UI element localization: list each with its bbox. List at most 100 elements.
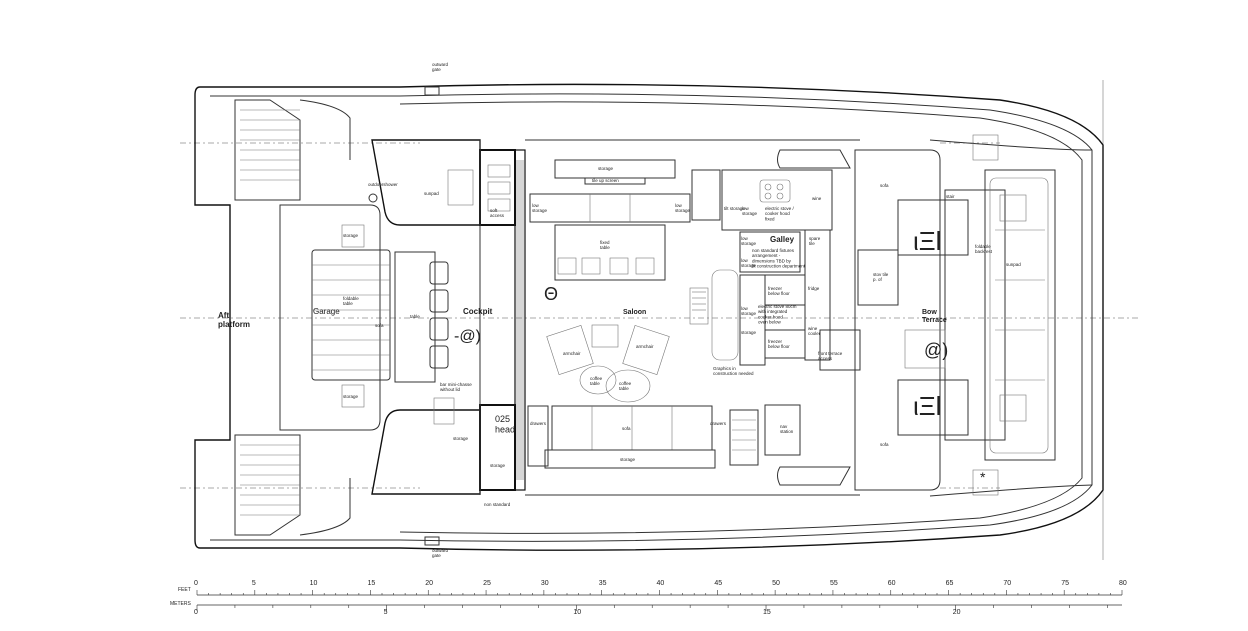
- saloon-bulkhead: [479, 140, 526, 495]
- saloon-label: Saloon: [623, 309, 646, 316]
- galley-area: [711, 149, 851, 486]
- at-symbol-cockpit: -@): [454, 328, 481, 345]
- meter-tick-label: 0: [194, 609, 198, 616]
- xi-symbol-bottom: ιΞl: [913, 391, 941, 421]
- meters-label: METERS: [170, 601, 192, 607]
- label-wine: wine: [812, 196, 822, 201]
- label-armchair-right: armchair: [636, 344, 654, 349]
- feet-tick-label: 5: [252, 580, 256, 587]
- feet-tick-label: 65: [946, 580, 954, 587]
- label-tile-up-screen: tile up screen: [592, 178, 619, 183]
- label-drawers-right: drawers: [710, 421, 727, 426]
- feet-tick-label: 50: [772, 580, 780, 587]
- label-sofa-bow-top: sofa: [880, 183, 889, 188]
- meter-tick-label: 15: [763, 609, 771, 616]
- cockpit-sunpads: [368, 139, 481, 495]
- label-armchair-left: armchair: [563, 351, 581, 356]
- label-drawers-left: drawers: [530, 421, 547, 426]
- feet-tick-label: 70: [1003, 580, 1011, 587]
- meter-tick-label: 5: [384, 609, 388, 616]
- meter-tick-label: 20: [953, 609, 961, 616]
- cockpit-label: Cockpit: [463, 307, 493, 316]
- xi-symbol-top: ιΞl: [913, 226, 941, 256]
- feet-tick-label: 55: [830, 580, 838, 587]
- feet-ticks: 0 5 10 15 20 25 30 35 40 45 50 55 60 65 70 75 80: [194, 580, 1127, 595]
- saloon-area: [525, 139, 860, 496]
- theta-symbol: Θ: [544, 284, 558, 304]
- galley-label: Galley: [770, 235, 795, 244]
- label-stair: stair: [946, 194, 955, 199]
- feet-tick-label: 30: [541, 580, 549, 587]
- label-sofa-saloon: sofa: [622, 426, 631, 431]
- label-sofa-bow-bottom: sofa: [880, 442, 889, 447]
- feet-label: FEET: [178, 587, 191, 593]
- feet-tick-label: 60: [888, 580, 896, 587]
- label-storage-top: storage: [598, 166, 614, 171]
- feet-tick-label: 20: [425, 580, 433, 587]
- label-storage-saloon: storage: [620, 457, 636, 462]
- guide-lines: [180, 80, 1140, 560]
- label-sofa-cockpit: sofa: [375, 323, 384, 328]
- feet-tick-label: 10: [310, 580, 318, 587]
- label-tilt-storage: tilt storage: [724, 206, 745, 211]
- feet-tick-label: 80: [1119, 580, 1127, 587]
- label-sunpad-cockpit: sunpad: [424, 191, 439, 196]
- label-fridge: fridge: [808, 286, 820, 291]
- garage-area: [279, 204, 449, 431]
- at-symbol-bow: @): [924, 340, 948, 360]
- label-storage-left-2: storage: [343, 394, 359, 399]
- feet-tick-label: 0: [194, 580, 198, 587]
- feet-tick-label: 25: [483, 580, 491, 587]
- feet-tick-label: 35: [599, 580, 607, 587]
- feet-tick-label: 40: [657, 580, 665, 587]
- bow-terrace: [424, 86, 1056, 546]
- feet-tick-label: 45: [714, 580, 722, 587]
- feet-tick-label: 75: [1061, 580, 1069, 587]
- meter-ticks: 0 5 10 15 20: [194, 605, 1108, 616]
- meter-tick-label: 10: [573, 609, 581, 616]
- label-non-standard: non standard: [484, 502, 511, 507]
- symbols: Θ ιΞl ιΞl -@) @) *: [454, 226, 986, 485]
- label-storage-left-3: storage: [453, 436, 469, 441]
- feet-tick-label: 15: [367, 580, 375, 587]
- asterisk-symbol: *: [980, 469, 986, 485]
- label-sunpad-bow: sunpad: [1006, 262, 1021, 267]
- label-storage-left-1: storage: [343, 233, 359, 238]
- label-outdoor-shower: outdoorshower: [368, 182, 398, 187]
- garage-label: Garage: [313, 307, 340, 316]
- label-storage-galley-4: storage: [741, 330, 757, 335]
